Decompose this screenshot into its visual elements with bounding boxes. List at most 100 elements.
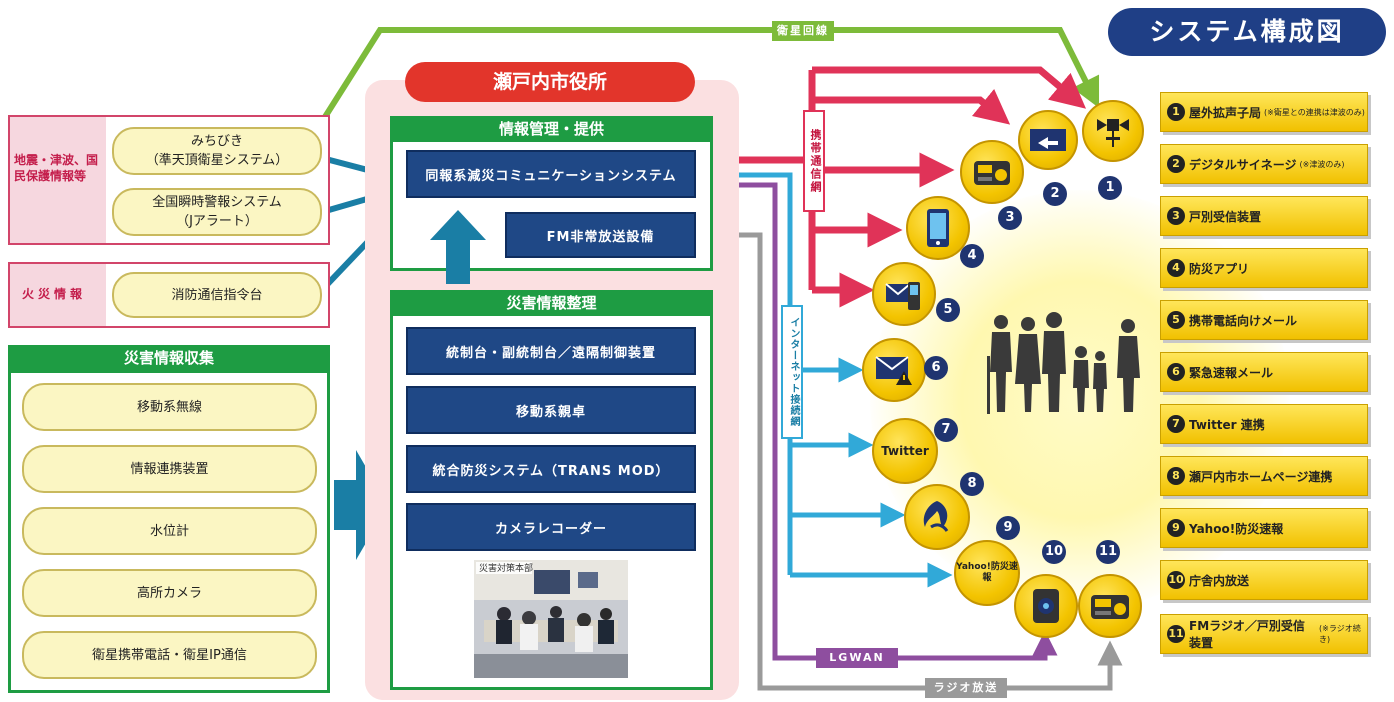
integrated-disaster-system: 統合防災システム（TRANS MOD） xyxy=(406,445,696,493)
satellite-line-label: 衛星回線 xyxy=(772,21,834,41)
control-console: 統制台・副統制台／遠隔制御装置 xyxy=(406,327,696,375)
legend-label: デジタルサイネージ xyxy=(1189,157,1297,172)
legend-label: 戸別受信装置 xyxy=(1189,209,1262,224)
emergency-mail-icon xyxy=(875,356,912,385)
collection-item: 高所カメラ xyxy=(22,569,317,617)
home-receiver-icon xyxy=(974,161,1010,185)
main-communication-system: 同報系減災コミュニケーションシステム xyxy=(406,150,696,198)
internet-network-label: インターネット接続網 xyxy=(781,305,803,439)
collection-item: 情報連携装置 xyxy=(22,445,317,493)
jalert-line2: （Jアラート） xyxy=(176,214,258,229)
legend-item-10: 10 庁舎内放送 xyxy=(1160,560,1368,600)
legend-label: Yahoo!防災速報 xyxy=(1189,521,1284,536)
diagram-title: システム構成図 xyxy=(1108,8,1386,56)
badge-11: 11 xyxy=(1096,540,1120,564)
digital-signage-circle xyxy=(1018,110,1078,170)
collection-title: 災害情報収集 xyxy=(8,345,330,373)
michibiki-line1: みちびき xyxy=(190,134,243,149)
legend-item-4: 4 防災アプリ xyxy=(1160,248,1368,288)
badge-3: 3 xyxy=(998,206,1022,230)
home-receiver-circle xyxy=(960,140,1024,204)
collection-item: 衛星携帯電話・衛星IP通信 xyxy=(22,631,317,679)
legend-note: (※ラジオ続き) xyxy=(1319,624,1361,644)
legend-label: FMラジオ／戸別受信装置 xyxy=(1189,619,1305,650)
mobile-mail-icon xyxy=(885,282,920,310)
twitter-circle: Twitter xyxy=(872,418,938,484)
office-broadcast-icon xyxy=(1033,589,1059,623)
emergency-mail-circle xyxy=(862,338,926,402)
mobile-mail-circle xyxy=(872,262,936,326)
organizing-to-management-arrow xyxy=(430,210,486,284)
legend-num: 9 xyxy=(1167,519,1185,537)
radio-broadcast-label: ラジオ放送 xyxy=(925,678,1007,698)
city-homepage-icon xyxy=(923,501,949,532)
legend-num: 8 xyxy=(1167,467,1185,485)
outdoor-speaker-icon xyxy=(1097,119,1129,147)
legend-label: 携帯電話向けメール xyxy=(1189,313,1298,328)
fire-dispatch-box: 消防通信指令台 xyxy=(112,272,322,318)
jalert-box: 全国瞬時警報システム （Jアラート） xyxy=(112,188,322,236)
badge-9: 9 xyxy=(996,516,1020,540)
family-silhouette-icon xyxy=(987,312,1140,414)
operations-room-photo: 災害対策本部 xyxy=(474,560,628,678)
management-title: 情報管理・提供 xyxy=(390,116,713,142)
badge-10: 10 xyxy=(1042,540,1066,564)
legend-num: 10 xyxy=(1167,571,1185,589)
lgwan-label: LGWAN xyxy=(816,648,898,668)
legend-num: 4 xyxy=(1167,259,1185,277)
legend-num: 6 xyxy=(1167,363,1185,381)
legend-label: 庁舎内放送 xyxy=(1189,573,1250,588)
legend-num: 2 xyxy=(1167,155,1185,173)
badge-2: 2 xyxy=(1043,182,1067,206)
smartphone-app-icon xyxy=(927,209,949,247)
fm-emergency-broadcast: FM非常放送設備 xyxy=(505,212,696,258)
organizing-title: 災害情報整理 xyxy=(390,290,713,316)
legend-label: 緊急速報メール xyxy=(1189,365,1274,380)
collection-to-center-arrow xyxy=(334,450,388,560)
legend-num: 7 xyxy=(1167,415,1185,433)
badge-6: 6 xyxy=(924,356,948,380)
legend-note: (※衛星との連携は津波のみ) xyxy=(1264,107,1365,117)
legend-note: (※津波のみ) xyxy=(1299,159,1345,169)
michibiki-line2: （準天頂衛星システム） xyxy=(145,153,289,168)
badge-8: 8 xyxy=(960,472,984,496)
legend-item-8: 8 瀬戸内市ホームページ連携 xyxy=(1160,456,1368,496)
legend-item-5: 5 携帯電話向けメール xyxy=(1160,300,1368,340)
outdoor-speaker-circle xyxy=(1082,100,1144,162)
quake-tsunami-label: 地震・津波、国民保護情報等 xyxy=(14,153,99,183)
city-hall-title: 瀬戸内市役所 xyxy=(405,62,695,102)
fire-info-label: 火災情報 xyxy=(22,287,87,301)
michibiki-box: みちびき （準天頂衛星システム） xyxy=(112,127,322,175)
fm-radio-circle xyxy=(1078,574,1142,638)
photo-caption: 災害対策本部 xyxy=(479,562,533,574)
jalert-line1: 全国瞬時警報システム xyxy=(152,195,282,210)
badge-5: 5 xyxy=(936,298,960,322)
camera-recorder: カメラレコーダー xyxy=(406,503,696,551)
twitter-icon: Twitter xyxy=(881,444,929,458)
legend-item-7: 7 Twitter 連携 xyxy=(1160,404,1368,444)
legend-num: 11 xyxy=(1167,625,1185,643)
collection-item: 移動系無線 xyxy=(22,383,317,431)
collection-item: 水位計 xyxy=(22,507,317,555)
fm-radio-icon xyxy=(1091,595,1129,619)
legend-item-2: 2 デジタルサイネージ(※津波のみ) xyxy=(1160,144,1368,184)
legend-label: 防災アプリ xyxy=(1189,261,1250,276)
legend-item-9: 9 Yahoo!防災速報 xyxy=(1160,508,1368,548)
yahoo-icon: Yahoo!防災速報 xyxy=(956,562,1018,583)
legend-num: 5 xyxy=(1167,311,1185,329)
office-broadcast-circle xyxy=(1014,574,1078,638)
legend-label: Twitter 連携 xyxy=(1189,417,1265,432)
badge-7: 7 xyxy=(934,418,958,442)
mobile-base-station: 移動系親卓 xyxy=(406,386,696,434)
legend-item-6: 6 緊急速報メール xyxy=(1160,352,1368,392)
mobile-network-label: 携帯通信網 xyxy=(803,110,825,212)
legend-label: 瀬戸内市ホームページ連携 xyxy=(1189,469,1333,484)
mobile-line-2 xyxy=(812,88,1011,125)
mobile-line-1 xyxy=(812,66,1087,109)
badge-1: 1 xyxy=(1098,176,1122,200)
badge-4: 4 xyxy=(960,244,984,268)
yahoo-circle: Yahoo!防災速報 xyxy=(954,540,1020,606)
